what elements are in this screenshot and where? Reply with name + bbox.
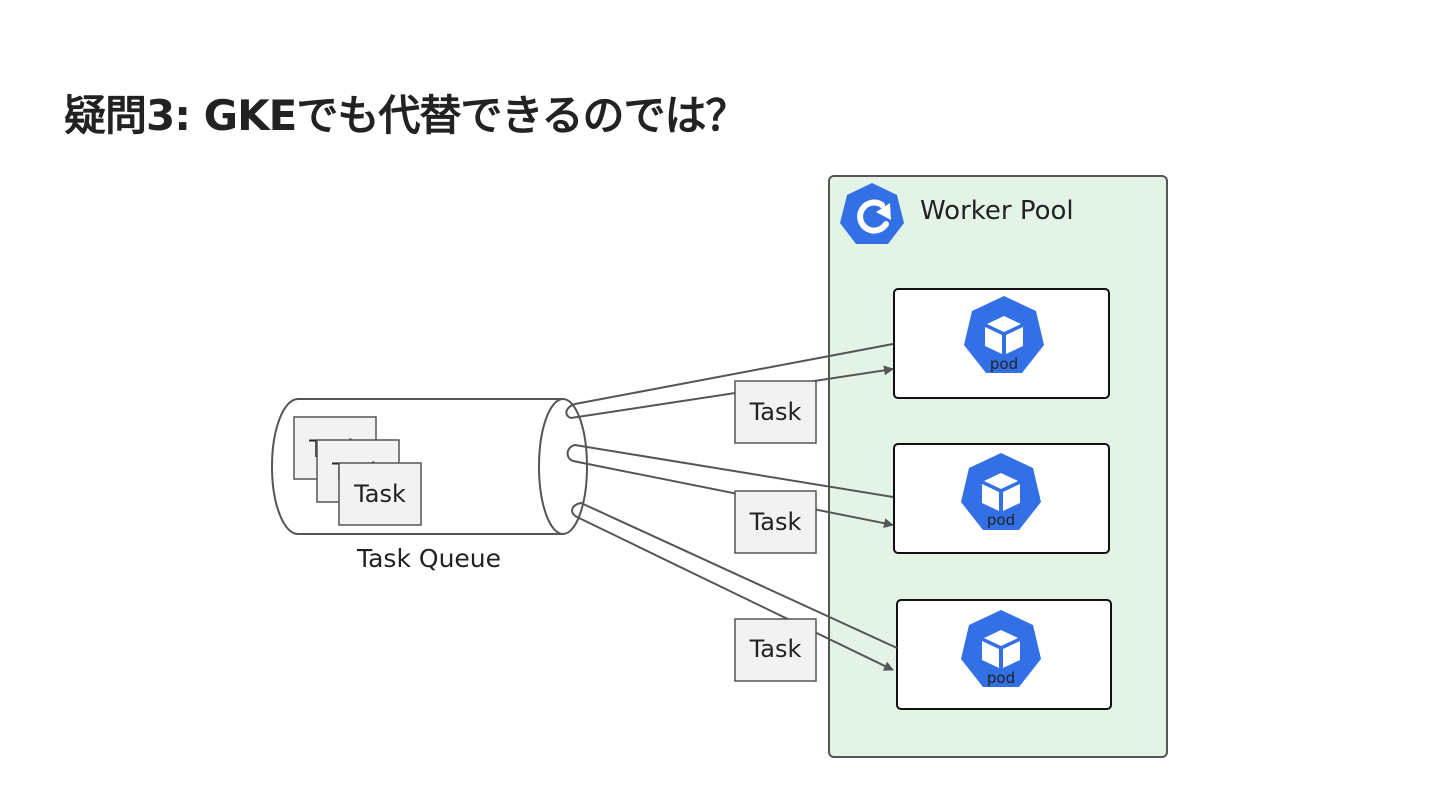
- task-queue: Task Task Task Task Queue: [271, 398, 588, 573]
- kubernetes-pod-icon: pod: [961, 610, 1041, 687]
- pod-label: pod: [987, 669, 1015, 687]
- dispatch-arrow-2: [566, 443, 894, 529]
- in-flight-task-3: Task: [734, 618, 817, 682]
- in-flight-task-1: Task: [734, 380, 817, 444]
- dispatch-connectors: [565, 343, 898, 671]
- task-queue-label: Task Queue: [356, 544, 501, 573]
- svg-text:Task: Task: [749, 398, 802, 426]
- svg-text:Task: Task: [353, 480, 406, 508]
- pod-box-3: pod: [896, 599, 1112, 710]
- svg-text:Task: Task: [749, 635, 802, 663]
- in-flight-task-2: Task: [734, 490, 817, 554]
- pod-label: pod: [990, 355, 1018, 373]
- kubernetes-pod-icon: pod: [964, 296, 1044, 373]
- svg-text:Task: Task: [749, 508, 802, 536]
- pod-label: pod: [987, 511, 1015, 529]
- pod-box-1: pod: [893, 288, 1110, 399]
- queued-task-3: Task: [338, 462, 422, 526]
- page-title: 疑問3: GKEでも代替できるのでは？: [64, 91, 748, 140]
- dispatch-arrow-1: [565, 343, 894, 420]
- dispatch-arrow-3: [571, 501, 898, 671]
- worker-pool-label: Worker Pool: [920, 196, 1074, 226]
- pod-box-2: pod: [893, 443, 1110, 554]
- kubernetes-rotate-icon: [840, 183, 904, 244]
- kubernetes-pod-icon: pod: [961, 453, 1041, 530]
